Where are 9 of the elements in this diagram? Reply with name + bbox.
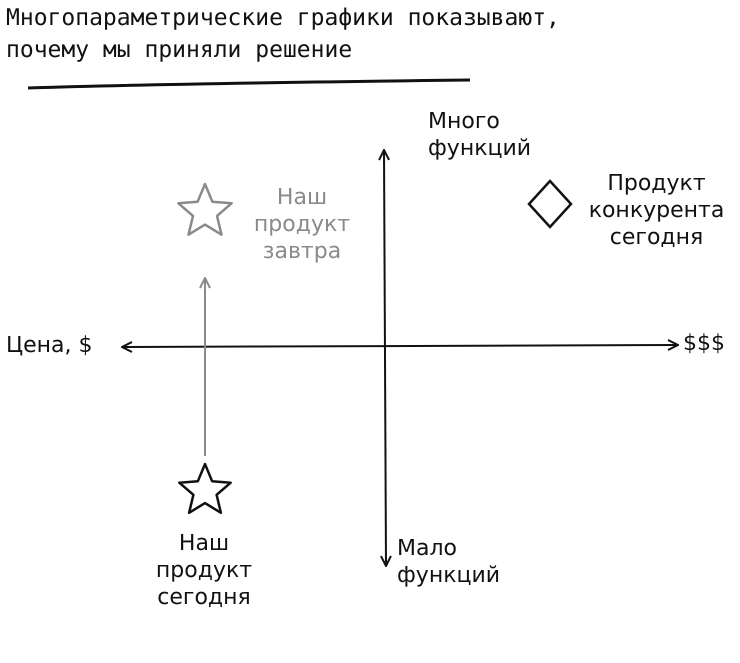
axis-label: Мало функций [397,535,502,589]
axis-label: $$$ [683,330,726,357]
node-label: Наш продукт сегодня [154,530,254,611]
axis-label: Цена, $ [6,332,94,359]
node-label: Продукт конкурента сегодня [588,170,726,251]
title: Многопараметрические графики показывают, почему мы приняли решение [6,4,561,65]
axis-label: Много функций [428,108,532,162]
node-label: Наш продукт завтра [252,184,352,265]
arrow [199,277,211,456]
